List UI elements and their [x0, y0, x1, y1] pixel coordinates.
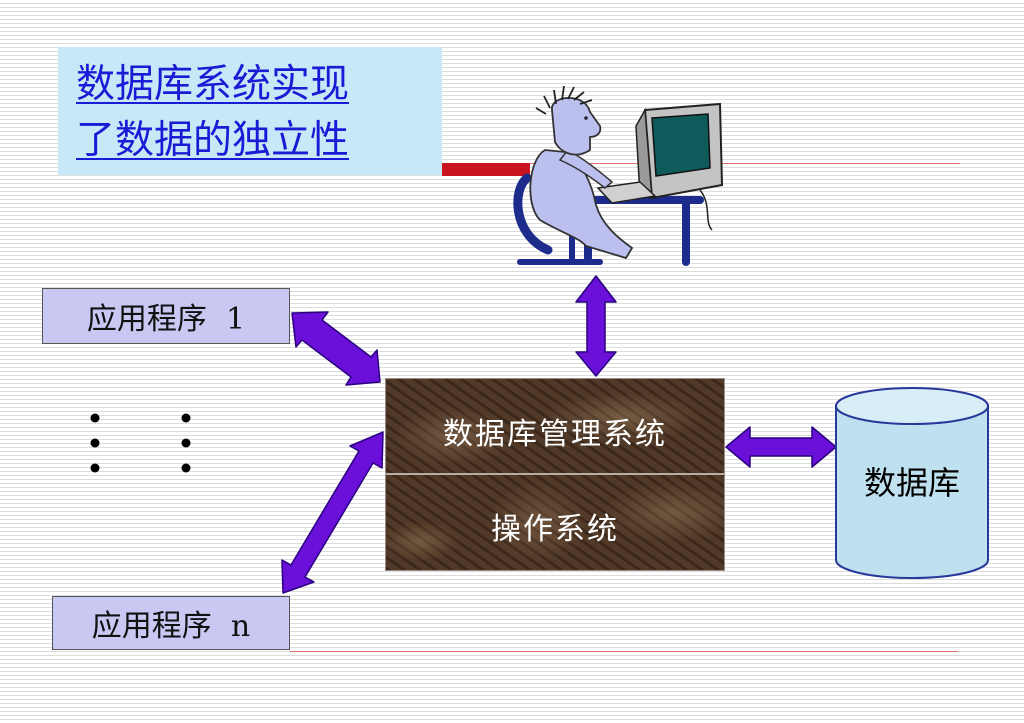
- app-box-n: 应用程序 n: [52, 596, 290, 650]
- dbms-database-arrow: [725, 426, 837, 468]
- title-box: 数据库系统实现 了数据的独立性: [58, 47, 442, 175]
- user-dbms-arrow: [575, 275, 617, 377]
- app1-dbms-arrow: [291, 311, 381, 386]
- accent-bar: [442, 163, 530, 176]
- os-label: 操作系统: [491, 512, 619, 547]
- appn-dbms-arrow: [281, 431, 384, 594]
- title-line-1[interactable]: 数据库系统实现: [76, 62, 350, 107]
- dbms-divider: [386, 473, 724, 475]
- dbms-label: 数据库管理系统: [443, 417, 667, 452]
- title-line-2[interactable]: 了数据的独立性: [76, 118, 350, 163]
- database-label: 数据库: [863, 464, 960, 502]
- dbms-stack: 数据库管理系统 操作系统: [385, 378, 725, 571]
- decorative-rule-top: [530, 163, 960, 164]
- database-cylinder: [835, 387, 989, 579]
- ellipsis-dots: [90, 413, 191, 473]
- decorative-rule-bottom: [290, 651, 958, 652]
- app-box-1: 应用程序 1: [42, 288, 290, 344]
- user-computer-icon: [513, 85, 724, 266]
